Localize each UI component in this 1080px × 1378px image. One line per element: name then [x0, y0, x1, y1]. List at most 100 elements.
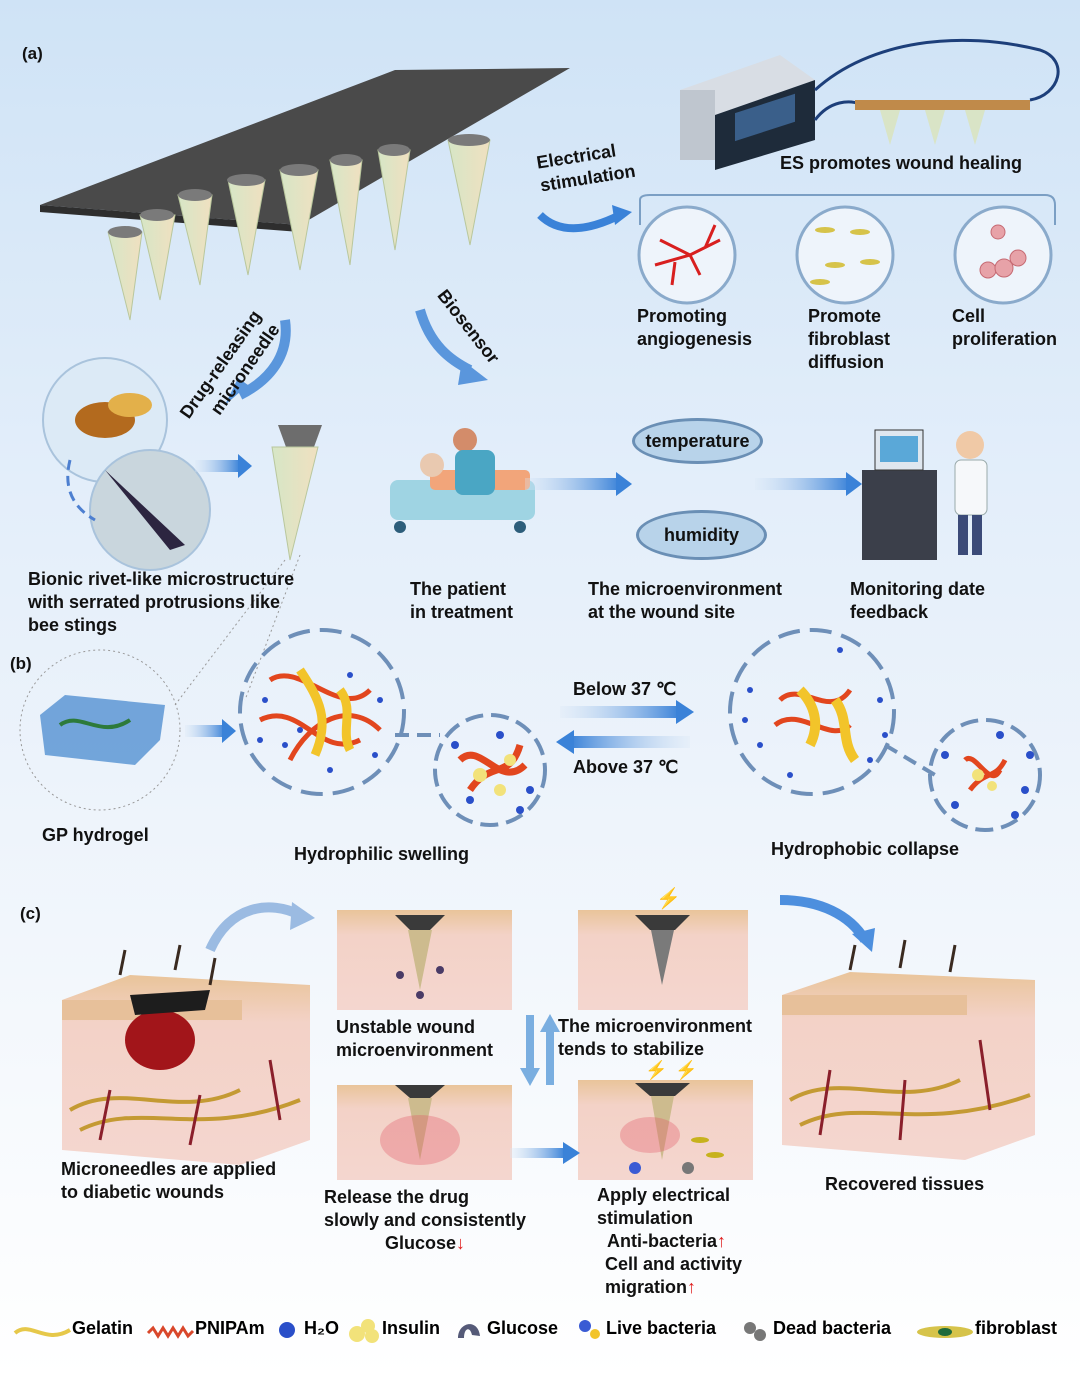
collapse-zoom [928, 718, 1042, 832]
apply-es-l1: Apply electrical [597, 1185, 731, 1205]
arrow-release [510, 1148, 565, 1158]
water-dot-icon [279, 1322, 295, 1338]
svg-text:⚡: ⚡ [675, 1059, 697, 1081]
above-37-label: Above 37 ℃ [573, 757, 679, 777]
svg-text:⚡: ⚡ [645, 1059, 667, 1081]
anti-bacteria-up-arrow: ↑ [717, 1231, 727, 1251]
stabilize-l2: tends to stabilize [558, 1039, 705, 1059]
diabetic-wound-skin [62, 944, 310, 1165]
release-l1: Release the drug [324, 1187, 470, 1207]
gelatin-wave-icon [13, 1327, 72, 1337]
stabilized-skin: ⚡ [578, 886, 748, 1010]
stinger-circle [89, 449, 211, 571]
arrow-monitor [755, 478, 850, 490]
effect-angiogenesis-l1: Promoting [637, 306, 727, 326]
pnipam-wave-icon [146, 1325, 195, 1339]
panel-label-a: (a) [22, 44, 43, 63]
release-l2: slowly and consistently [324, 1210, 527, 1230]
patient-l2: in treatment [410, 602, 514, 622]
microenv-caption: The microenvironment at the wound site [588, 578, 782, 624]
recovered-label: Recovered tissues [825, 1174, 985, 1194]
stabilize-l1: The microenvironment [558, 1016, 753, 1036]
effect-fibroblast-l3: diffusion [808, 352, 884, 372]
legend-icons [13, 1319, 973, 1343]
arrow-patient [525, 478, 620, 490]
release-skin [337, 1085, 512, 1180]
arrow-down [526, 1015, 534, 1070]
unstable-l2: microenvironment [336, 1040, 494, 1060]
collapse-network [728, 628, 896, 796]
insulin-blob-icon [349, 1319, 379, 1343]
anti-bacteria-row: Anti-bacteria↑ [597, 1230, 742, 1253]
svg-text:⚡: ⚡ [656, 886, 681, 910]
panel-label-c: (c) [20, 904, 41, 923]
arrow-drug [237, 319, 291, 400]
collapse-label: Hydrophobic collapse [771, 839, 960, 859]
applied-l2: to diabetic wounds [61, 1182, 225, 1202]
apply-es-l2: stimulation [597, 1208, 694, 1228]
effect-angiogenesis: Promoting angiogenesis [637, 305, 752, 351]
swelling-network [238, 628, 406, 796]
zoom-dash [66, 459, 96, 522]
legend-insulin: Insulin [382, 1318, 440, 1338]
es-promotes-label: ES promotes wound healing [780, 153, 1023, 173]
zoom-connector-right [883, 743, 937, 777]
migration: migration [605, 1277, 688, 1297]
live-bacteria-icon [579, 1320, 600, 1339]
effect-angiogenesis-l2: angiogenesis [637, 329, 753, 349]
panel-label-b: (b) [10, 654, 32, 673]
bionic-l3: bee stings [28, 615, 118, 635]
glucose-down-arrow: ↓ [456, 1233, 466, 1253]
anti-bacteria: Anti-bacteria [607, 1231, 718, 1251]
humidity-oval: humidity [636, 510, 767, 560]
unstable-l1: Unstable wound [336, 1017, 475, 1037]
applied-l1: Microneedles are applied [61, 1159, 277, 1179]
effect-fibroblast-l1: Promote [808, 306, 882, 326]
legend-glucose: Glucose [487, 1318, 559, 1338]
es-skin: ⚡ ⚡ [578, 1059, 753, 1180]
apply-es-caption: Apply electrical stimulation Anti-bacter… [597, 1184, 742, 1299]
arrow-es [537, 211, 622, 233]
legend-h2o: H₂O [304, 1318, 339, 1338]
es-device [680, 38, 1060, 170]
monitoring-caption: Monitoring date feedback [850, 578, 985, 624]
legend-gelatin: Gelatin [72, 1318, 134, 1338]
release-glucose-row: Glucose↓ [324, 1232, 526, 1255]
microenv-l2: at the wound site [588, 602, 736, 622]
arrow-above37 [570, 736, 690, 748]
fibroblast-icon [917, 1326, 973, 1338]
unstable-skin [337, 910, 512, 1010]
fibroblast-circle [795, 205, 895, 305]
angiogenesis-circle [637, 205, 737, 305]
below-37-label: Below 37 ℃ [573, 679, 677, 699]
dead-bacteria-icon [744, 1322, 766, 1341]
monitoring-l2: feedback [850, 602, 929, 622]
monitor-station [862, 429, 988, 560]
single-needle [271, 425, 322, 561]
bionic-caption: Bionic rivet-like microstructure with se… [28, 568, 294, 637]
recovered-skin [782, 939, 1035, 1160]
gp-hydrogel-block [40, 695, 165, 765]
effect-proliferation-l1: Cell [952, 306, 986, 326]
arrow-below37 [560, 706, 680, 718]
release-glucose: Glucose [385, 1233, 457, 1253]
patient-illustration [390, 428, 535, 533]
stabilize-caption: The microenvironment tends to stabilize [558, 1015, 752, 1061]
legend-pnipam: PNIPAm [195, 1318, 265, 1338]
zoom-lines [174, 554, 301, 706]
release-caption: Release the drug slowly and consistently… [324, 1186, 526, 1255]
gp-zoom-circle [19, 649, 181, 811]
microenv-l1: The microenvironment [588, 579, 783, 599]
microneedle-patch [40, 68, 570, 321]
swelling-zoom [433, 713, 547, 827]
legend-dead-bacteria: Dead bacteria [773, 1318, 892, 1338]
arrow-c-start [205, 902, 303, 953]
cell-activity: Cell and activity [605, 1254, 743, 1274]
legend-live-bacteria: Live bacteria [606, 1318, 717, 1338]
glucose-icon [458, 1324, 480, 1338]
bionic-l2: with serrated protrusions like [28, 592, 281, 612]
legend: Gelatin PNIPAm H₂O Insulin Glucose Live … [10, 1318, 1075, 1346]
monitoring-l1: Monitoring date [850, 579, 985, 599]
